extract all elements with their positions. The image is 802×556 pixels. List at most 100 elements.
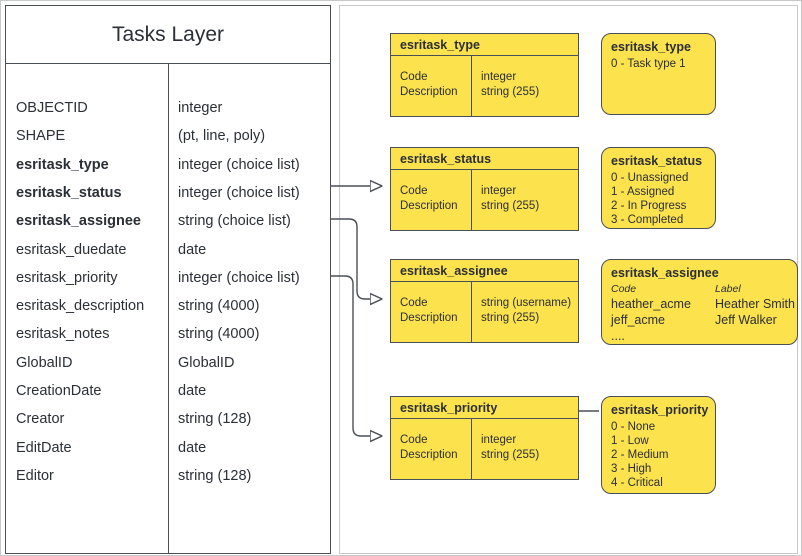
table-esritask-status-fields: Code Description [400,184,458,214]
table-esritask-assignee-title: esritask_assignee [391,260,578,282]
field-name: esritask_duedate [16,241,127,258]
field-code-label: Code [400,71,428,83]
field-row[interactable]: EditDate date [6,434,330,462]
field-row[interactable]: esritask_status integer (choice list) [6,179,330,207]
field-description-type: string (255) [481,200,540,212]
legend-value: 0 - None [611,421,656,433]
field-description-type: string (255) [481,449,540,461]
legend-assignee-header-code: Code [611,283,637,295]
table-esritask-priority-title: esritask_priority [391,397,578,419]
legend-esritask-priority-title: esritask_priority [611,403,709,417]
field-type: string (4000) [178,298,260,315]
legend-esritask-priority[interactable]: esritask_priority 0 - None 1 - Low 2 - Med… [601,396,716,494]
table-esritask-priority-types: integer string (255) [481,433,539,463]
legend-assignee-label: Jeff Walker [715,313,777,327]
legend-esritask-type-values: 0 - Task type 1 [611,57,686,71]
column-divider [168,64,169,553]
field-type: string (128) [178,467,252,484]
field-type: string (4000) [178,326,260,343]
field-name: SHAPE [16,128,66,145]
field-row[interactable]: OBJECTID integer [6,94,330,122]
legend-value: 1 - Low [611,435,649,447]
legend-esritask-type[interactable]: esritask_type 0 - Task type 1 [601,33,716,115]
field-name: esritask_assignee [16,213,141,230]
field-row[interactable]: CreationDate date [6,377,330,405]
field-row[interactable]: GlobalID GlobalID [6,349,330,377]
field-type: date [178,383,207,399]
field-code-label: Code [400,185,428,197]
field-name: OBJECTID [16,100,88,116]
table-esritask-type-fields: Code Description [400,70,458,100]
legend-esritask-assignee-title: esritask_assignee [611,266,719,280]
legend-assignee-label: Heather Smith [715,297,795,311]
page-title: Tasks Layer [6,6,330,64]
field-type: date [178,241,207,258]
legend-value: 1 - Assigned [611,186,675,198]
table-esritask-assignee-fields: Code Description [400,296,458,326]
legend-assignee-row: jeff_acme Jeff Walker [611,312,795,328]
field-description-label: Description [400,200,458,212]
table-column-divider [471,170,473,230]
legend-assignee-row: heather_acme Heather Smith [611,296,795,312]
legend-value: 2 - In Progress [611,200,687,212]
field-row[interactable]: esritask_description string (4000) [6,292,330,320]
field-code-type: integer [481,71,517,83]
field-row[interactable]: esritask_duedate date [6,236,330,264]
table-esritask-type[interactable]: esritask_type Code Description integer s… [390,33,579,117]
table-esritask-status-title: esritask_status [391,148,578,170]
legend-assignee-code: heather_acme [611,297,691,311]
legend-value: 2 - Medium [611,449,669,461]
table-esritask-priority-fields: Code Description [400,433,458,463]
table-esritask-type-types: integer string (255) [481,70,539,100]
field-description-label: Description [400,449,458,461]
field-type: integer [178,100,223,116]
field-code-label: Code [400,434,428,446]
legend-value: 4 - Critical [611,477,663,489]
legend-value: 3 - Completed [611,214,684,226]
table-esritask-assignee[interactable]: esritask_assignee Code Description strin… [390,259,579,343]
field-description-label: Description [400,86,458,98]
legend-assignee-row: .... [611,328,795,344]
legend-esritask-assignee[interactable]: esritask_assignee Code Label heather_acme… [601,259,798,345]
legend-esritask-status-title: esritask_status [611,154,703,168]
field-type: date [178,439,207,456]
table-esritask-priority[interactable]: esritask_priority Code Description integ… [390,396,579,480]
field-name: esritask_status [16,184,122,201]
field-code-type: string (username) [481,297,572,309]
field-type: integer (choice list) [178,156,300,173]
field-row[interactable]: esritask_assignee string (choice list) [6,207,330,235]
table-esritask-assignee-types: string (username) string (255) [481,296,571,326]
field-type: string (choice list) [178,213,291,230]
field-description-type: string (255) [481,86,540,98]
legend-assignee-code: .... [611,329,625,343]
field-type: integer (choice list) [178,269,300,286]
legend-esritask-status[interactable]: esritask_status 0 - Unassigned 1 - Assign… [601,147,716,229]
table-column-divider [471,282,473,342]
field-row[interactable]: SHAPE(pt, line, poly) [6,122,330,150]
table-column-divider [471,56,473,116]
field-name: GlobalID [16,354,73,371]
field-type: GlobalID [178,354,235,371]
legend-value: 0 - Task type 1 [611,58,686,70]
field-name: Creator [16,411,65,428]
field-name: CreationDate [16,383,102,399]
legend-value: 0 - Unassigned [611,172,689,184]
legend-assignee-header-label: Label [715,283,741,295]
legend-assignee-header: Code Label [611,282,795,296]
legend-esritask-type-title: esritask_type [611,40,691,54]
table-esritask-status[interactable]: esritask_status Code Description integer… [390,147,579,231]
field-name: EditDate [16,439,72,456]
legend-assignee-code: jeff_acme [611,313,665,327]
field-type: integer (choice list) [178,184,300,201]
field-name: esritask_description [16,298,145,315]
